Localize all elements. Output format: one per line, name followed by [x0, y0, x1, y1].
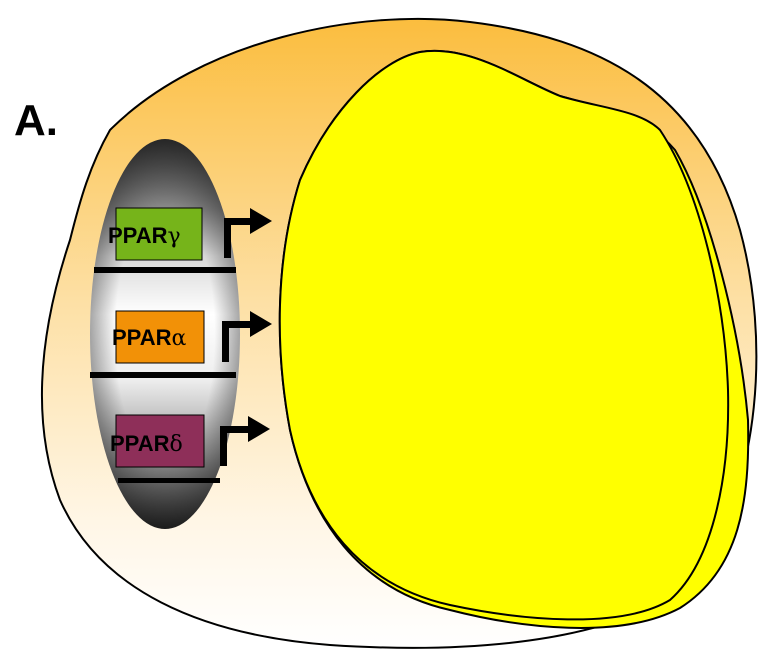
transcription-arrow-icon	[222, 311, 272, 362]
transcription-arrow-icon	[220, 416, 270, 466]
ppar-alpha-label: PPARα	[112, 325, 187, 351]
ppar-gamma-box	[115, 207, 203, 261]
vesicle-divider	[94, 267, 236, 273]
ppar-alpha-box	[115, 310, 205, 364]
nucleus	[278, 49, 730, 621]
vesicle-divider	[90, 372, 236, 378]
ppar-delta-label: PPARδ	[110, 431, 183, 457]
ppar-delta-box	[115, 414, 205, 468]
ppar-gamma-label: PPARγ	[108, 223, 181, 249]
transcription-arrow-icon	[224, 208, 272, 258]
panel-label: A.	[14, 96, 58, 145]
vesicle-divider	[118, 478, 220, 483]
